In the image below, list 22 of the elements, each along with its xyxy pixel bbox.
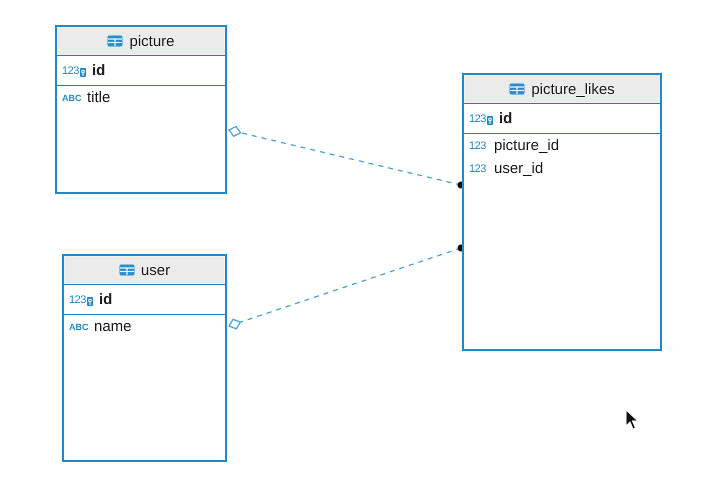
type-icon: 123 bbox=[469, 112, 486, 124]
table-box bbox=[55, 25, 227, 194]
type-icon: ABC bbox=[69, 322, 88, 332]
table-name: picture bbox=[129, 32, 175, 50]
table-box bbox=[462, 73, 662, 351]
type-icon: ABC bbox=[62, 92, 82, 102]
table-name: picture_likes bbox=[531, 80, 615, 98]
column-name: name bbox=[94, 318, 132, 335]
primary-key-column: id bbox=[92, 62, 106, 79]
primary-key-column: id bbox=[499, 110, 512, 127]
table-box bbox=[62, 254, 227, 462]
primary-key-column: id bbox=[99, 291, 112, 308]
column-name: user_id bbox=[494, 160, 544, 177]
type-icon: 123 bbox=[62, 64, 79, 76]
table-name: user bbox=[140, 262, 170, 278]
column-name: picture_id bbox=[494, 137, 560, 154]
column-name: title bbox=[87, 89, 110, 106]
relationship-line bbox=[228, 126, 464, 188]
type-icon: 123 bbox=[469, 140, 486, 152]
type-icon: 123 bbox=[469, 162, 486, 174]
relationship-line bbox=[228, 244, 464, 330]
type-icon: 123 bbox=[69, 294, 86, 306]
